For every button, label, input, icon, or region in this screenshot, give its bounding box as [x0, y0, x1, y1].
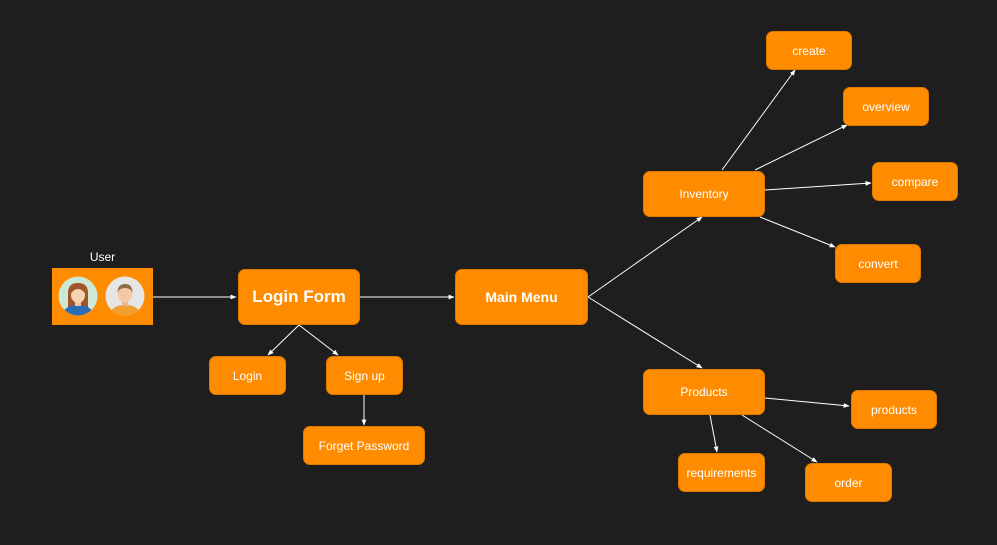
edge-inventory-to-overview	[754, 124, 848, 171]
edge-products-to-products-item	[764, 397, 850, 408]
user-label: User	[89, 250, 116, 264]
convert-node: convert	[835, 244, 921, 283]
products-node: Products	[643, 369, 765, 415]
inventory-node: Inventory	[643, 171, 765, 217]
edge-login-form-to-sign-up	[298, 324, 339, 356]
user-actor	[52, 268, 153, 325]
edge-inventory-to-compare	[764, 180, 872, 191]
edge-main-menu-to-inventory	[587, 216, 703, 298]
products-item-node: products	[851, 390, 937, 429]
order-node: order	[805, 463, 892, 502]
main-menu-node: Main Menu	[455, 269, 588, 325]
edge-login-form-to-login	[267, 324, 300, 356]
overview-node: overview	[843, 87, 929, 126]
sign-up-node: Sign up	[326, 356, 403, 395]
forget-password-node: Forget Password	[303, 426, 425, 465]
female-avatar-icon	[58, 276, 98, 316]
edge-inventory-to-convert	[759, 216, 836, 248]
compare-node: compare	[872, 162, 958, 201]
edge-inventory-to-create	[721, 69, 796, 171]
requirements-node: requirements	[678, 453, 765, 492]
edge-main-menu-to-products	[587, 296, 703, 369]
edge-products-to-requirements	[709, 414, 719, 453]
login-form-node: Login Form	[238, 269, 360, 325]
edge-products-to-order	[741, 414, 818, 463]
male-avatar-icon	[105, 276, 145, 316]
login-node: Login	[209, 356, 286, 395]
create-node: create	[766, 31, 852, 70]
